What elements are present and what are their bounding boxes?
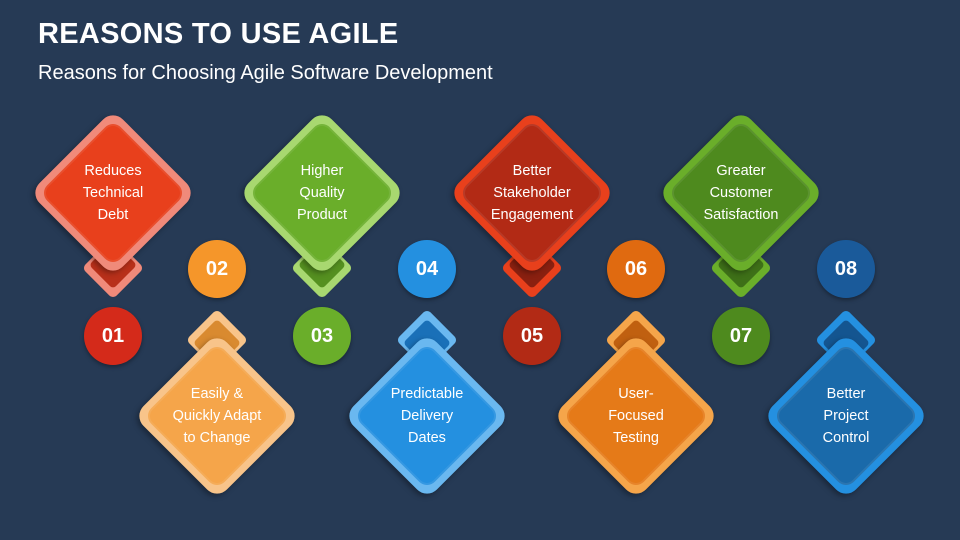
page-subtitle: Reasons for Choosing Agile Software Deve… [38,62,493,84]
reason-label: Better Project Control [822,386,870,446]
reason-label: Easily & Quickly Adapt to Change [172,386,262,446]
reason-label: Greater Customer Satisfaction [703,163,779,223]
reason-label: Reduces Technical Debt [82,163,144,223]
number-badge: 02 [188,240,246,298]
reason-label: Higher Quality Product [297,163,347,223]
reason-label: Predictable Delivery Dates [390,386,464,446]
reason-label: User- Focused Testing [608,386,664,446]
reason-label: Better Stakeholder Engagement [490,163,574,223]
number-badge: 05 [503,307,561,365]
number-badge: 03 [293,307,351,365]
number-badge: 04 [398,240,456,298]
number-badge: 06 [607,240,665,298]
number-badge: 08 [817,240,875,298]
number-badge: 01 [84,307,142,365]
page-title: REASONS TO USE AGILE [38,18,399,50]
number-badge: 07 [712,307,770,365]
